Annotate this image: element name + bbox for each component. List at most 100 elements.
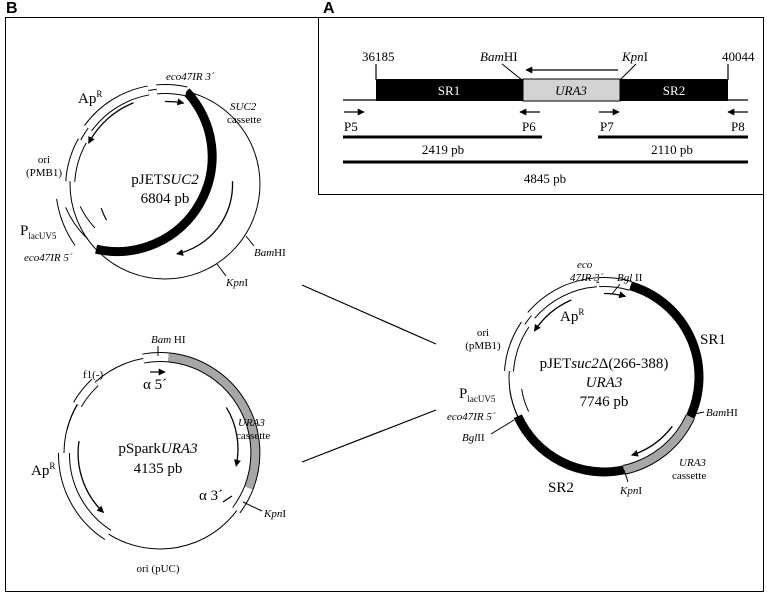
- final-kpni: KpnI: [619, 485, 642, 497]
- pjet-suc2-cassette-word: cassette: [227, 114, 261, 126]
- pspark-alpha5: α 5´: [143, 377, 167, 393]
- pspark-alpha3: α 3´: [199, 488, 223, 504]
- plac-box-outer: [65, 207, 89, 240]
- pspark-ampr: ApR: [31, 461, 55, 479]
- final-eco5: eco47IR 5´: [447, 411, 496, 423]
- pjet-suc2-eco3: eco47IR 3´: [166, 71, 215, 83]
- suc2-cassette-segment: [95, 88, 217, 257]
- panel-a-frame: [318, 17, 764, 195]
- kpni-leader: [619, 63, 637, 81]
- sr1-block: [376, 79, 523, 101]
- ampr-direction-arrow: [88, 102, 134, 144]
- pspark-kpni: KpnI: [263, 508, 286, 520]
- connector-spark: [301, 409, 437, 463]
- final-sr1-segment: [629, 281, 704, 419]
- alpha5-box: [142, 353, 169, 363]
- final-bglii-leader: [490, 419, 515, 435]
- final-bamhi: BamHI: [706, 407, 738, 419]
- genomic-map: 36185 40044 BamHI KpnI SR1 URA3 SR2 P5 P…: [343, 49, 755, 186]
- eco3-direction-arrow: [164, 98, 185, 106]
- sr2-block: [620, 79, 728, 101]
- primer-p8: P8: [731, 119, 745, 134]
- suc2-bamhi-leader: [245, 235, 255, 247]
- alpha3-tick: [222, 495, 233, 503]
- final-sr2: SR2: [548, 480, 574, 496]
- final-eco3-box: [598, 278, 632, 290]
- spark-kpni-leader: [242, 501, 263, 512]
- pjet-suc2-size: 6804 pb: [141, 191, 190, 207]
- final-kpni-leader: [623, 469, 629, 483]
- coord-start: 36185: [362, 49, 395, 64]
- pspark-cassette-gene: URA3: [238, 417, 265, 429]
- pjet-suc2-name: pJETSUC2: [131, 172, 199, 188]
- ampr-direction-arrow: [77, 440, 105, 513]
- primer-p5: P5: [344, 119, 358, 134]
- plac-box-inner: [79, 206, 96, 229]
- pspark-cassette-word: cassette: [236, 430, 270, 442]
- eco5-junction: [88, 239, 96, 249]
- final-cassette-word: cassette: [672, 470, 706, 482]
- pspark-bamhi: Bam HI: [151, 334, 186, 346]
- final-name: pJETsuc2Δ(266-388): [540, 356, 669, 372]
- final-ampr-box: [528, 278, 597, 319]
- coord-end: 40044: [722, 49, 755, 64]
- f1-tick: [66, 404, 78, 431]
- final-eco3-arrow: [603, 291, 627, 299]
- site-bamhi: BamHI: [480, 49, 518, 64]
- final-ori-name: (pMB1): [465, 340, 501, 352]
- pspark-size: 4135 pb: [134, 461, 183, 477]
- length-left: 2419 pb: [422, 142, 464, 157]
- final-plac: PlacUV5: [459, 386, 496, 404]
- length-total: 4845 pb: [524, 171, 566, 186]
- pjet-suc2-ori-name: (PMB1): [26, 167, 62, 179]
- plasmid-pspark-ura3: pSparkURA3 4135 pb Bam HI f1(-) α 5´ URA…: [31, 334, 286, 575]
- site-kpni: KpnI: [621, 49, 648, 64]
- final-eco-top-2: 47IR 3´: [570, 272, 604, 284]
- pjet-suc2-ori: ori: [38, 154, 50, 166]
- ori-box: [66, 138, 86, 182]
- final-plac-outer: [509, 390, 519, 417]
- final-sr2-segment: [513, 414, 625, 477]
- final-sr1: SR1: [700, 332, 726, 348]
- pspark-name: pSparkURA3: [118, 441, 197, 457]
- final-plac-inner: [521, 388, 530, 412]
- final-bglii-top: Bgl II: [617, 272, 643, 284]
- pjet-suc2-bamhi: BamHI: [254, 247, 286, 259]
- final-eco-top-1: eco: [577, 259, 593, 271]
- bamhi-leader: [501, 63, 523, 81]
- panel-a-letter: A: [323, 0, 335, 17]
- final-ori-box: [505, 322, 529, 372]
- plasmid-final: pJETsuc2Δ(266-388) URA3 7746 pb eco 47IR…: [447, 259, 738, 497]
- pjet-suc2-plac: PlacUV5: [20, 223, 57, 241]
- sr2-label: SR2: [663, 83, 685, 98]
- alpha3-box: [233, 486, 253, 513]
- panel-b-letter: B: [6, 0, 18, 17]
- pspark-f1: f1(-): [83, 369, 103, 381]
- pspark-ori: ori (pUC): [136, 563, 179, 575]
- length-right: 2110 pb: [651, 142, 693, 157]
- final-marker: URA3: [586, 375, 623, 391]
- final-bglii-top-leader: [611, 283, 621, 295]
- ampr-box: [58, 452, 111, 540]
- suc2-kpni-leader: [216, 263, 227, 277]
- primer-p7: P7: [600, 119, 614, 134]
- plac-pointer: [56, 198, 76, 246]
- plac-direction-mark: [100, 208, 108, 221]
- plasmid-pjet-suc2: pJETSUC2 6804 pb ApR ori (PMB1) PlacUV5 …: [20, 71, 286, 289]
- ura3-direction-arrow: [225, 407, 241, 467]
- suc2-direction-arrow: [176, 181, 234, 256]
- ampr-box: [84, 86, 150, 131]
- final-cassette-gene: URA3: [679, 457, 706, 469]
- pjet-suc2-kpni: KpnI: [225, 277, 248, 289]
- final-bglii-bottom: BglII: [462, 432, 485, 444]
- f1-box: [74, 379, 98, 407]
- final-ura3-segment: [622, 414, 694, 474]
- final-ura3-arrow: [631, 425, 673, 457]
- final-ampr-arrow: [533, 299, 572, 332]
- primer-p6: P6: [522, 119, 536, 134]
- ura3-cassette-segment: [168, 353, 260, 490]
- pjet-suc2-cassette-gene: SUC2: [230, 101, 257, 113]
- final-ampr: ApR: [560, 307, 584, 325]
- final-bamhi-leader: [689, 411, 705, 416]
